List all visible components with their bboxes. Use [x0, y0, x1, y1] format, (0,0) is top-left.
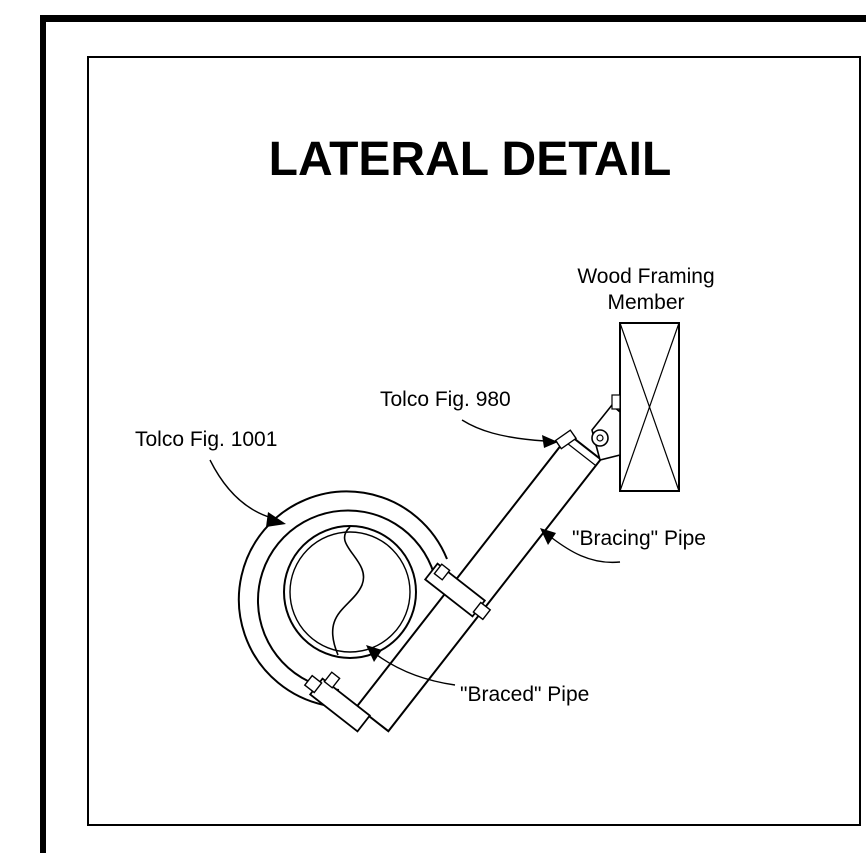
outer-border: [40, 15, 866, 853]
leader-bracing-pipe: [540, 528, 621, 564]
leader-fig-980: [461, 419, 558, 448]
label-member: Member: [607, 291, 684, 314]
diagram-title: LATERAL DETAIL: [269, 133, 672, 186]
leader-braced-pipe: [366, 645, 456, 686]
label-tolco-fig-980: Tolco Fig. 980: [380, 388, 511, 411]
label-tolco-fig-1001: Tolco Fig. 1001: [135, 428, 277, 451]
wood-framing-member: [619, 322, 680, 492]
bracing-pipe: [355, 433, 603, 733]
leader-fig-1001: [209, 459, 286, 527]
label-wood-framing: Wood Framing: [577, 265, 714, 288]
label-bracing-pipe: "Bracing" Pipe: [572, 527, 706, 550]
inner-frame: [87, 56, 861, 826]
tolco-fig-1001-clamp: [237, 490, 492, 733]
label-braced-pipe: "Braced" Pipe: [460, 683, 589, 706]
tolco-fig-980-fitting: [554, 394, 621, 461]
braced-pipe: [283, 525, 417, 659]
